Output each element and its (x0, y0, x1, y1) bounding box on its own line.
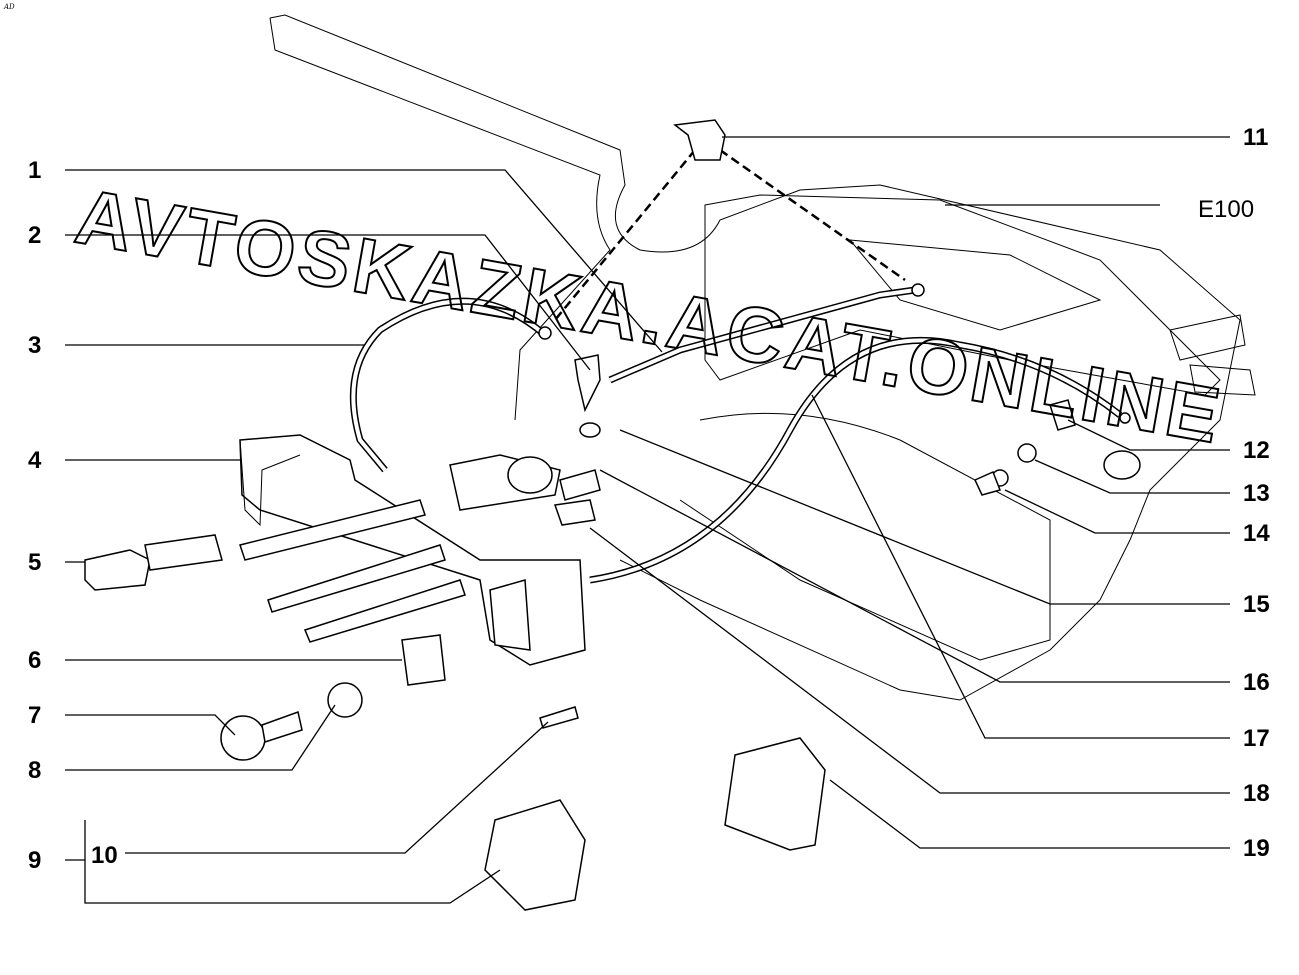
control-cables (349, 283, 1131, 584)
callout-11: 11 (1243, 124, 1268, 151)
assembly-arrow (719, 148, 906, 282)
corner-mark: AD (3, 3, 15, 11)
callout-13: 13 (1243, 480, 1270, 507)
heater-control-unit-drawing (239, 354, 601, 666)
callout-7: 7 (28, 702, 41, 729)
callout-16: 16 (1243, 669, 1270, 696)
reference-code: E100 (1198, 196, 1254, 223)
callout-9: 9 (28, 847, 41, 874)
callout-labels: 1 2 3 4 5 6 7 8 9 10 11 12 13 14 15 16 1… (28, 124, 1270, 874)
watermark: AVTOSKAZKA.ACAT.ONLINE (69, 172, 1229, 461)
callout-6: 6 (28, 647, 41, 674)
callout-18: 18 (1243, 780, 1270, 807)
clip-part (673, 119, 726, 161)
callout-15: 15 (1243, 591, 1270, 618)
callout-5: 5 (28, 549, 41, 576)
dashboard-panel-drawing (269, 14, 1256, 701)
callout-2: 2 (28, 222, 41, 249)
callout-1: 1 (28, 157, 41, 184)
callout-8: 8 (28, 757, 41, 784)
callout-14: 14 (1243, 520, 1270, 547)
loose-parts-drawing (84, 399, 1076, 911)
callout-4: 4 (28, 447, 42, 474)
leader-lines (65, 136, 1230, 904)
callout-3: 3 (28, 332, 41, 359)
callout-17: 17 (1243, 725, 1270, 752)
callout-12: 12 (1243, 437, 1270, 464)
callout-10: 10 (91, 842, 118, 869)
callout-19: 19 (1243, 835, 1270, 862)
assembly-arrow (554, 149, 696, 321)
